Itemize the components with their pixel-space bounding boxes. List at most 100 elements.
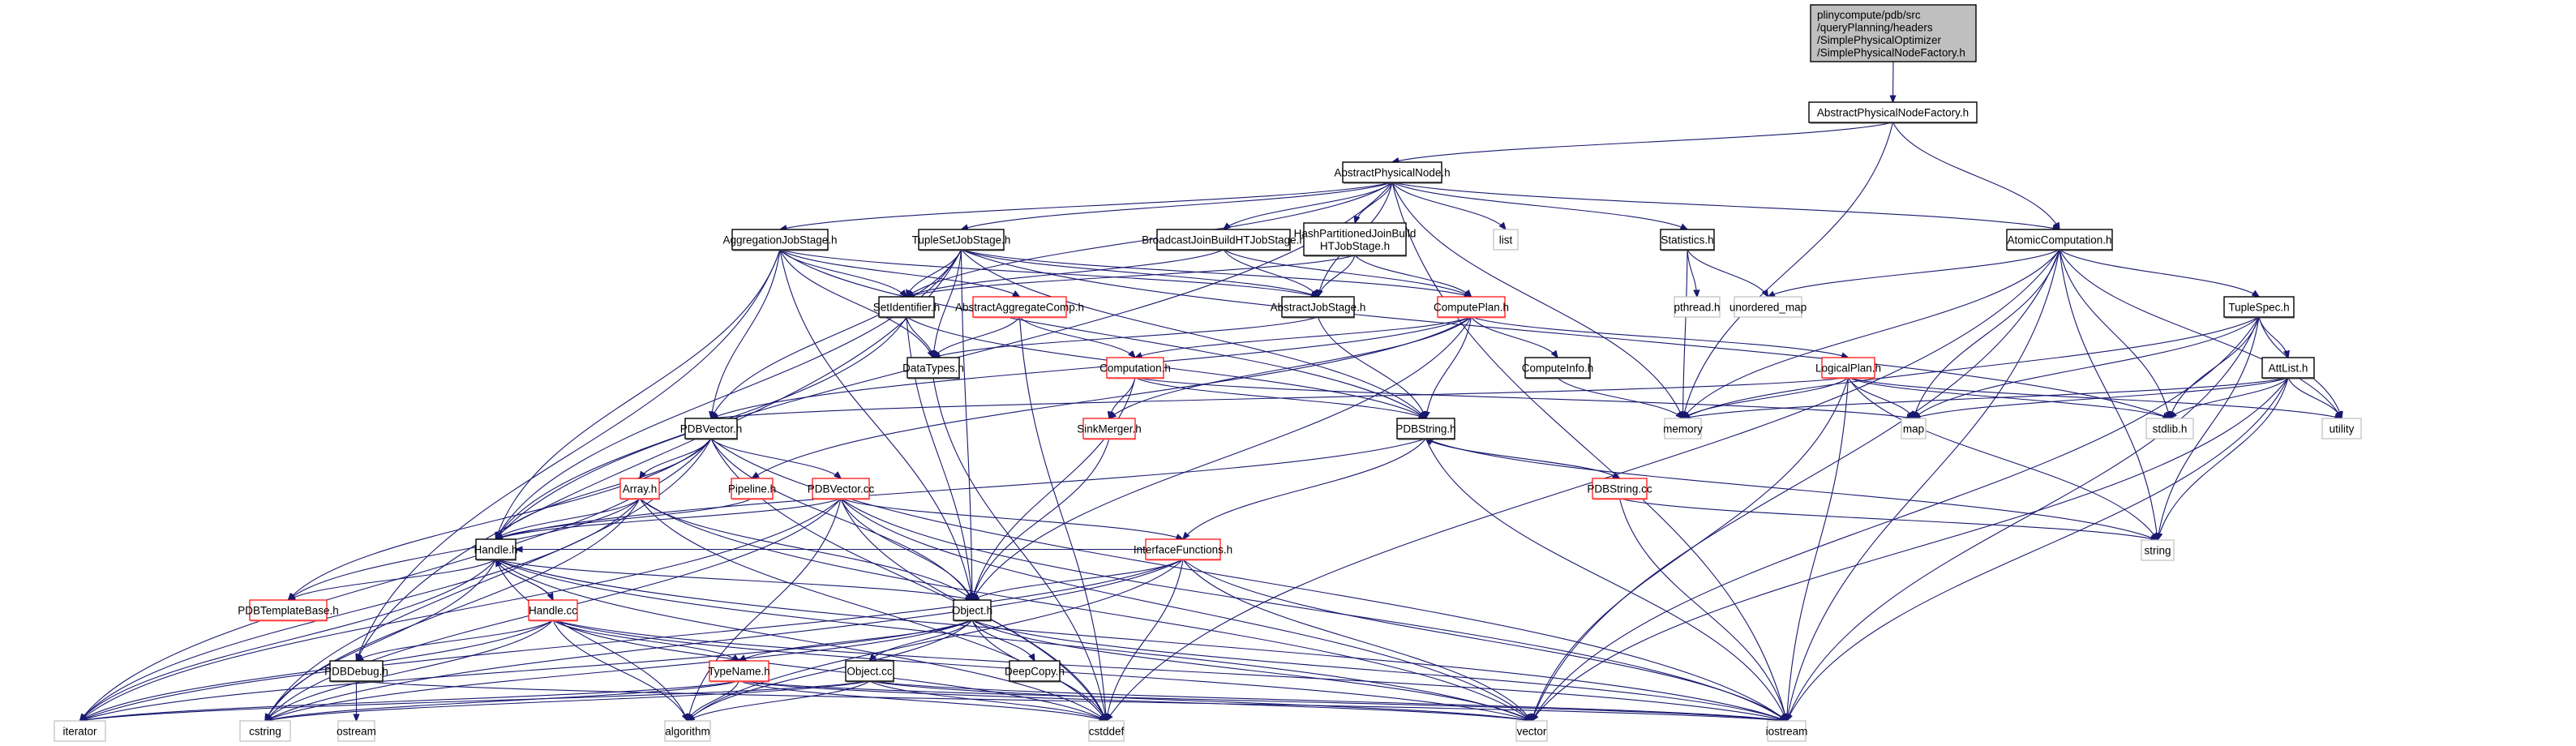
node-box (2145, 418, 2194, 439)
node-deepcopy-h[interactable]: DeepCopy.h (1005, 660, 1065, 683)
edge-atomc-to-utility (2059, 249, 2342, 418)
node-box (1156, 229, 1291, 251)
edge-cplan-to-pdbvh (711, 316, 1472, 418)
node-abstractphysicalnodefactory-h[interactable]: AbstractPhysicalNodeFactory.h (1808, 101, 1978, 124)
node-pdbstring-cc[interactable]: PDBString.cc (1587, 478, 1652, 500)
edge-setid-to-dtypes (906, 316, 933, 358)
node-box (1281, 296, 1355, 318)
node-atomiccomputation-h[interactable]: AtomicComputation.h (2006, 229, 2113, 251)
node-typename-h[interactable]: TypeName.h (708, 660, 770, 683)
edge-handlecc-to-pdbdbg (357, 620, 554, 661)
node-box (731, 478, 774, 499)
edge-objcc-to-iterator (80, 680, 870, 721)
node-label: AggregationJobStage.h (722, 234, 837, 247)
node-box (1660, 229, 1715, 251)
node-handle-cc[interactable]: Handle.cc (528, 599, 578, 622)
edge-tname-to-iostream (739, 680, 1787, 721)
edge-objcc-to-algorithm (688, 680, 870, 721)
node-box (1493, 229, 1519, 251)
edge-attlist-to-iostream (1787, 377, 2289, 721)
node-computeinfo-h[interactable]: ComputeInfo.h (1522, 357, 1594, 379)
node-box (709, 660, 769, 682)
edge-tspec-to-string (2158, 316, 2260, 540)
edge-pipe-to-handleh (496, 498, 752, 539)
edge-sink-to-objh (972, 438, 1110, 600)
node-pdbdebug-h[interactable]: PDBDebug.h (324, 660, 388, 683)
node-object-h[interactable]: Object.h (952, 599, 992, 622)
edge-attlist-to-memory (1683, 377, 2289, 418)
edge-apnf-to-apn (1392, 122, 1893, 162)
edge-pdbsh-to-ifuncs (1183, 438, 1426, 539)
node-box (1396, 418, 1455, 439)
edge-objcc-to-cstring (265, 680, 870, 721)
node-datatypes-h[interactable]: DataTypes.h (902, 357, 964, 379)
node-tuplespec-h[interactable]: TupleSpec.h (2223, 296, 2295, 319)
edge-tspec-to-iostream (1787, 316, 2260, 721)
node-computation-h[interactable]: Computation.h (1099, 357, 1171, 379)
edge-objh-to-algorithm (688, 620, 973, 721)
edge-attlist-to-utility (2287, 377, 2342, 418)
node-computeplan-h[interactable]: ComputePlan.h (1434, 296, 1509, 319)
node-pipeline-h[interactable]: Pipeline.h (728, 478, 776, 500)
node-label: ComputePlan.h (1434, 302, 1509, 314)
edge-atomc-to-map (1914, 249, 2060, 418)
node-map: map (1901, 418, 1927, 439)
edge-attlist-to-map (1914, 377, 2289, 418)
node-attlist-h[interactable]: AttList.h (2261, 357, 2315, 379)
edge-objh-to-vector (971, 620, 1532, 721)
node-array-h[interactable]: Array.h (619, 478, 660, 500)
node-box (1088, 720, 1125, 742)
node-pdbvector-cc[interactable]: PDBVector.cc (808, 478, 875, 500)
node-label: TupleSpec.h (2228, 302, 2289, 314)
node-box (684, 418, 738, 439)
edge-lplan-to-vector (1532, 377, 1849, 721)
edge-tname-to-cstddef (739, 680, 1107, 721)
edge-objcc-to-cstddef (869, 680, 1107, 721)
edge-pdbvcc-to-handleh (496, 498, 842, 539)
edge-handleh-to-pdbtb (289, 559, 496, 600)
edge-apnf-to-atomc (1892, 122, 2060, 229)
node-pdbvector-h[interactable]: PDBVector.h (680, 418, 743, 440)
node-sinkmerger-h[interactable]: SinkMerger.h (1077, 418, 1142, 440)
node-interfacefunctions-h[interactable]: InterfaceFunctions.h (1134, 538, 1232, 561)
edge-atomc-to-umap (1768, 249, 2060, 297)
node-handle-h[interactable]: Handle.h (474, 538, 518, 561)
node-label: Pipeline.h (728, 483, 776, 495)
node-pdbstring-h[interactable]: PDBString.h (1395, 418, 1456, 440)
node-box (1082, 418, 1136, 439)
edge-ifuncs-to-iostream (1182, 559, 1787, 721)
edge-pdbvh-to-objh (710, 438, 972, 600)
node-iterator: iterator (54, 720, 106, 742)
edge-tsjs-to-ajs (961, 249, 1318, 297)
node-box (812, 478, 870, 499)
node-box (1810, 4, 1977, 62)
node-abstractjobstage-h[interactable]: AbstractJobStage.h (1271, 296, 1366, 319)
edge-atomc-to-stdlib (2059, 249, 2170, 418)
edge-cplan-to-comp (1135, 316, 1472, 358)
node-box (1664, 418, 1702, 439)
edge-aac-to-cstddef (1018, 316, 1107, 721)
node-plinycompute-pdb-src-queryplanning-headers-simplephysicaloptimizer-simplephysicalnodefactory-h[interactable]: plinycompute/pdb/src/queryPlanning/heade… (1810, 4, 1977, 62)
node-abstractaggregatecomp-h[interactable]: AbstractAggregateComp.h (955, 296, 1084, 319)
node-label: InterfaceFunctions.h (1134, 544, 1232, 556)
edge-hpjb-to-cplan (1354, 255, 1472, 297)
node-label: AtomicComputation.h (2007, 234, 2111, 247)
node-label: Handle.cc (529, 605, 577, 617)
edge-pdbvcc-to-iostream (840, 498, 1787, 721)
node-broadcastjoinbuildhtjobstage-h[interactable]: BroadcastJoinBuildHTJobStage.h (1142, 229, 1305, 251)
node-box (918, 229, 1005, 251)
node-logicalplan-h[interactable]: LogicalPlan.h (1815, 357, 1881, 379)
node-object-cc[interactable]: Object.cc (845, 660, 894, 683)
node-box (1009, 660, 1061, 682)
node-label: DataTypes.h (902, 362, 964, 375)
edge-stats-to-umap (1687, 249, 1768, 297)
node-aggregationjobstage-h[interactable]: AggregationJobStage.h (722, 229, 838, 251)
node-statistics-h[interactable]: Statistics.h (1660, 229, 1715, 251)
node-pdbtemplatebase-h[interactable]: PDBTemplateBase.h (238, 599, 339, 622)
node-box (845, 660, 894, 682)
node-setidentifier-h[interactable]: SetIdentifier.h (873, 296, 941, 319)
node-tuplesetjobstage-h[interactable]: TupleSetJobStage.h (912, 229, 1011, 251)
node-abstractphysicalnode-h[interactable]: AbstractPhysicalNode.h (1334, 161, 1451, 184)
edge-cplan-to-lplan (1471, 316, 1849, 358)
